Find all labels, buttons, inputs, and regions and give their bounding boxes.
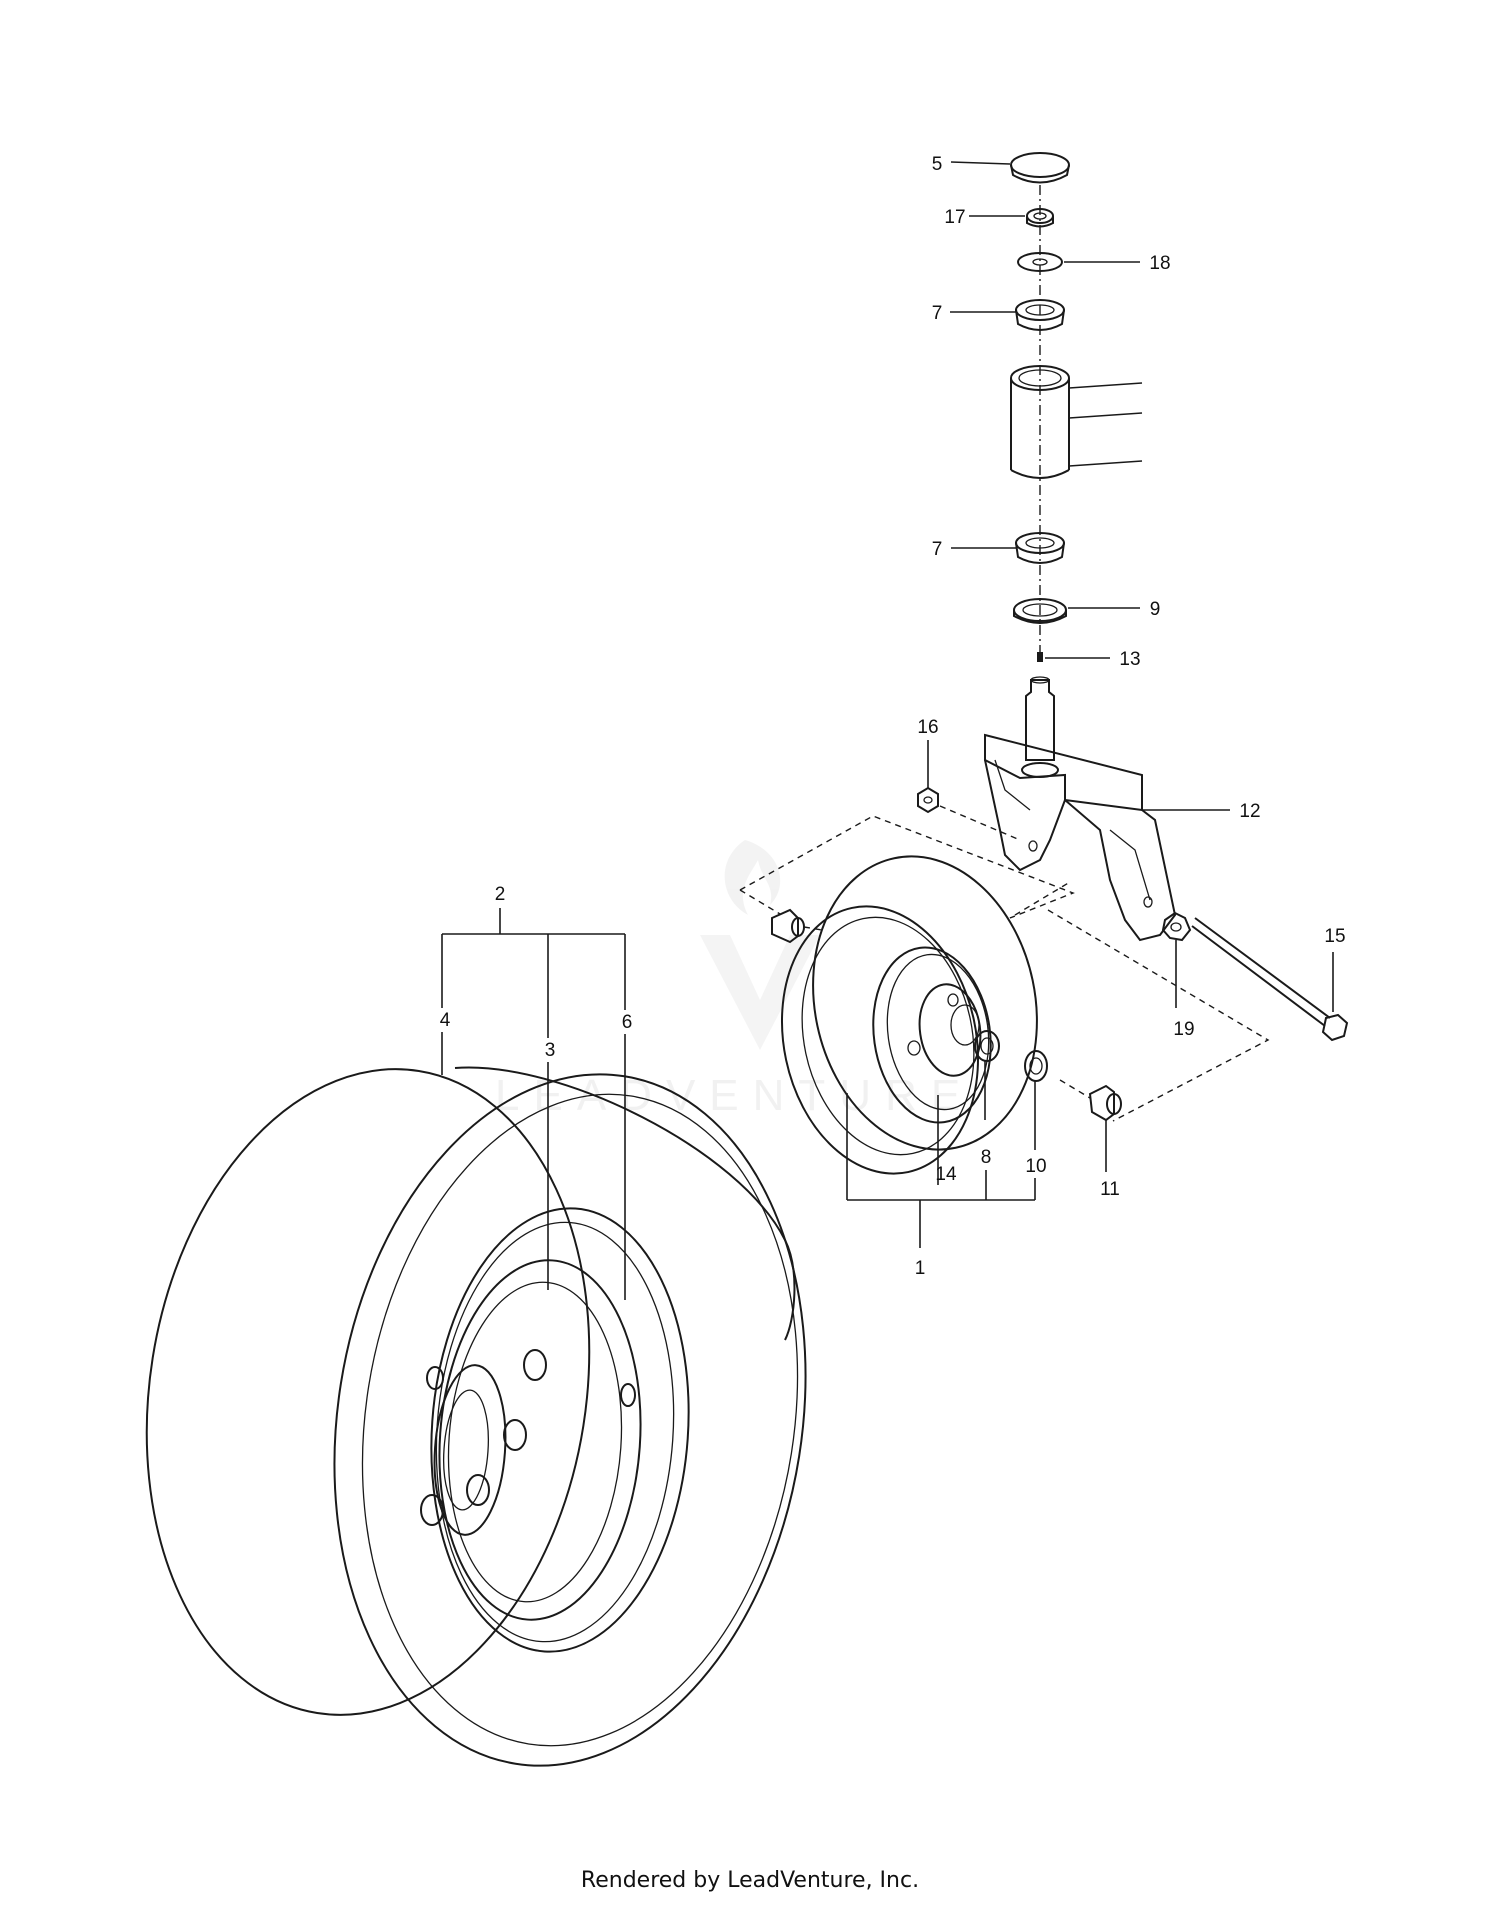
callout-6[interactable]: 6 (622, 1012, 633, 1033)
leader-lines (441, 161, 1334, 1300)
caster-wheel-assembly[interactable] (758, 835, 1063, 1192)
part-8-wheel-bearing[interactable] (974, 1030, 1000, 1062)
callout-11[interactable]: 11 (1100, 1179, 1120, 1200)
pivot-tube[interactable] (1010, 365, 1143, 479)
part-11-bushing-left[interactable] (771, 908, 823, 944)
leadventure-watermark: LEADVENTURE (495, 840, 974, 1120)
assembly-outline-upper (739, 815, 1075, 919)
callout-10[interactable]: 10 (1025, 1156, 1046, 1177)
callout-14[interactable]: 14 (935, 1164, 957, 1185)
assembly-outline-left (739, 889, 781, 915)
callout-3[interactable]: 3 (545, 1040, 556, 1061)
part-16-alignment-line (939, 805, 1021, 841)
callout-15[interactable]: 15 (1324, 926, 1345, 947)
part-5-dust-cap[interactable] (1010, 152, 1070, 184)
callout-7-upper[interactable]: 7 (932, 303, 943, 324)
callout-2[interactable]: 2 (495, 884, 506, 905)
callout-7-lower[interactable]: 7 (932, 539, 943, 560)
callout-labels: 5 17 18 7 7 9 13 16 12 15 19 8 10 11 14 … (440, 154, 1346, 1279)
callout-4[interactable]: 4 (440, 1010, 451, 1031)
drive-tire-assembly[interactable] (102, 1037, 854, 1800)
callout-19[interactable]: 19 (1173, 1019, 1194, 1040)
callout-8[interactable]: 8 (981, 1147, 992, 1168)
callout-12[interactable]: 12 (1239, 801, 1260, 822)
render-credit: Rendered by LeadVenture, Inc. (580, 1868, 920, 1893)
callout-18[interactable]: 18 (1149, 253, 1170, 274)
part-7-upper-bearing[interactable] (1015, 299, 1065, 331)
part-12-caster-fork[interactable] (984, 676, 1177, 942)
assembly-outline-lower (1047, 909, 1270, 1122)
callout-17[interactable]: 17 (944, 207, 965, 228)
part-10-wheel-seal[interactable] (1024, 1050, 1048, 1082)
part-9-seal[interactable] (1013, 598, 1067, 624)
part-11-bushing-right[interactable] (1059, 1079, 1122, 1122)
callout-16[interactable]: 16 (917, 717, 938, 738)
callout-13[interactable]: 13 (1119, 649, 1140, 670)
callout-5[interactable]: 5 (932, 154, 943, 175)
part-15-axle-bolt[interactable] (1191, 917, 1349, 1042)
part-19-spacer[interactable] (1161, 911, 1192, 942)
watermark-text: LEADVENTURE (495, 1071, 974, 1120)
part-13-grease-fitting[interactable] (1037, 652, 1043, 662)
part-17-nut[interactable] (1026, 208, 1054, 228)
callout-1[interactable]: 1 (915, 1258, 926, 1279)
part-7-lower-bearing[interactable] (1015, 532, 1065, 564)
part-18-washer[interactable] (1017, 252, 1063, 272)
callout-9[interactable]: 9 (1150, 599, 1161, 620)
part-16-nut[interactable] (917, 786, 939, 814)
